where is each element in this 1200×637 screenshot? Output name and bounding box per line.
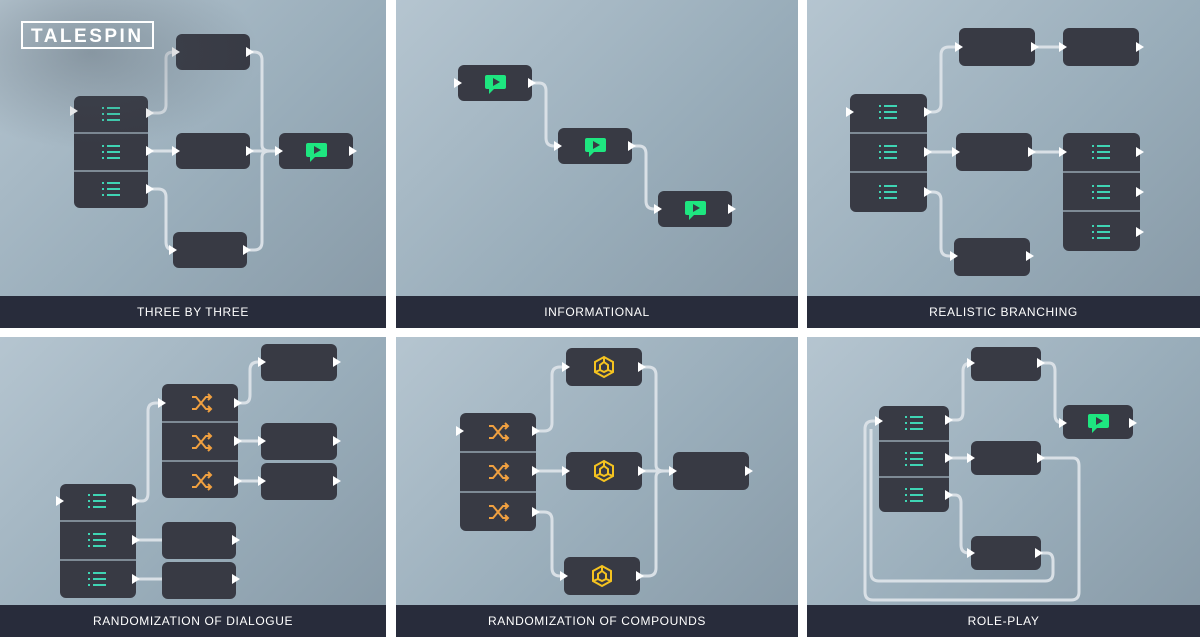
list-icon — [102, 107, 120, 121]
connector-ports[interactable] — [846, 42, 1144, 261]
scene-node[interactable] — [261, 344, 337, 381]
scene-node[interactable] — [956, 133, 1032, 171]
compound-icon — [594, 459, 614, 483]
flow-diagram-three-by-three — [70, 34, 357, 268]
flow-diagram-randomization-of-dialogue — [56, 344, 341, 599]
panel-randomization-of-compounds: RANDOMIZATION OF COMPOUNDS — [396, 337, 798, 637]
decision-node-3[interactable] — [879, 406, 949, 512]
list-icon — [88, 572, 106, 586]
video-message-icon — [1088, 414, 1109, 433]
scene-node[interactable] — [1063, 28, 1139, 66]
scene-node[interactable] — [954, 238, 1030, 276]
scene-node[interactable] — [176, 34, 250, 70]
decision-node-3[interactable] — [850, 94, 927, 212]
scene-node[interactable] — [162, 562, 236, 599]
list-icon — [879, 185, 897, 199]
connector-ports[interactable] — [456, 362, 753, 581]
panel-randomization-of-dialogue: RANDOMIZATION OF DIALOGUE — [0, 337, 386, 637]
panel-caption: REALISTIC BRANCHING — [807, 296, 1200, 328]
talespin-logo: TALESPIN — [21, 21, 154, 49]
video-message-icon — [306, 143, 327, 162]
video-message-icon — [585, 138, 606, 157]
list-icon — [1092, 185, 1110, 199]
scene-node[interactable] — [261, 463, 337, 500]
scene-node[interactable] — [173, 232, 247, 268]
scene-node[interactable] — [959, 28, 1035, 66]
compound-icon — [594, 355, 614, 379]
flow-diagram-role-play — [863, 347, 1137, 602]
video-node[interactable] — [279, 133, 353, 169]
scene-node[interactable] — [176, 133, 250, 169]
list-icon — [1092, 145, 1110, 159]
shuffle-icon — [192, 393, 213, 413]
shuffle-icon — [192, 471, 213, 491]
compound-node[interactable] — [564, 557, 640, 595]
flow-diagram-informational — [454, 65, 736, 227]
list-icon — [1092, 225, 1110, 239]
panel-caption: ROLE-PLAY — [807, 605, 1200, 637]
video-node[interactable] — [658, 191, 732, 227]
compound-node[interactable] — [566, 348, 642, 386]
decision-node-3[interactable] — [74, 96, 148, 208]
scene-node[interactable] — [971, 347, 1041, 381]
scene-node[interactable] — [673, 452, 749, 490]
shuffle-icon — [489, 462, 510, 482]
list-icon — [102, 145, 120, 159]
panel-caption: RANDOMIZATION OF COMPOUNDS — [396, 605, 798, 637]
shuffle-icon — [192, 432, 213, 452]
list-icon — [905, 452, 923, 466]
video-node[interactable] — [1063, 405, 1133, 439]
shuffle-icon — [489, 422, 510, 442]
scene-node[interactable] — [971, 441, 1041, 475]
panel-caption: INFORMATIONAL — [396, 296, 798, 328]
list-icon — [88, 533, 106, 547]
list-icon — [102, 182, 120, 196]
shuffle-icon — [489, 502, 510, 522]
connector-ports[interactable] — [56, 357, 341, 584]
list-icon — [879, 105, 897, 119]
flow-diagram-realistic-branching — [846, 28, 1144, 276]
connector-ports[interactable] — [70, 47, 357, 255]
panel-realistic-branching: REALISTIC BRANCHING — [807, 0, 1200, 328]
list-icon — [905, 416, 923, 430]
video-node[interactable] — [558, 128, 632, 164]
list-icon — [88, 494, 106, 508]
list-icon — [879, 145, 897, 159]
panel-informational: INFORMATIONAL — [396, 0, 798, 328]
compound-node[interactable] — [566, 452, 642, 490]
video-message-icon — [485, 75, 506, 94]
panel-role-play: ROLE-PLAY — [807, 337, 1200, 637]
panel-three-by-three: TALESPIN — [0, 0, 386, 328]
scene-node[interactable] — [971, 536, 1041, 570]
video-message-icon — [685, 201, 706, 220]
shuffle-node-3[interactable] — [162, 384, 238, 498]
list-icon — [905, 488, 923, 502]
video-node[interactable] — [458, 65, 532, 101]
scene-node[interactable] — [261, 423, 337, 460]
scene-node[interactable] — [162, 522, 236, 559]
connector-ports[interactable] — [875, 358, 1137, 558]
compound-icon — [592, 564, 612, 588]
panel-caption: THREE BY THREE — [0, 296, 386, 328]
connector-ports[interactable] — [454, 78, 736, 214]
flow-diagram-randomization-of-compounds — [456, 348, 753, 595]
panel-caption: RANDOMIZATION OF DIALOGUE — [0, 605, 386, 637]
decision-node-3[interactable] — [60, 484, 136, 598]
decision-node-3[interactable] — [1063, 133, 1140, 251]
shuffle-node-3[interactable] — [460, 413, 536, 531]
logo-shadow — [0, 0, 260, 150]
